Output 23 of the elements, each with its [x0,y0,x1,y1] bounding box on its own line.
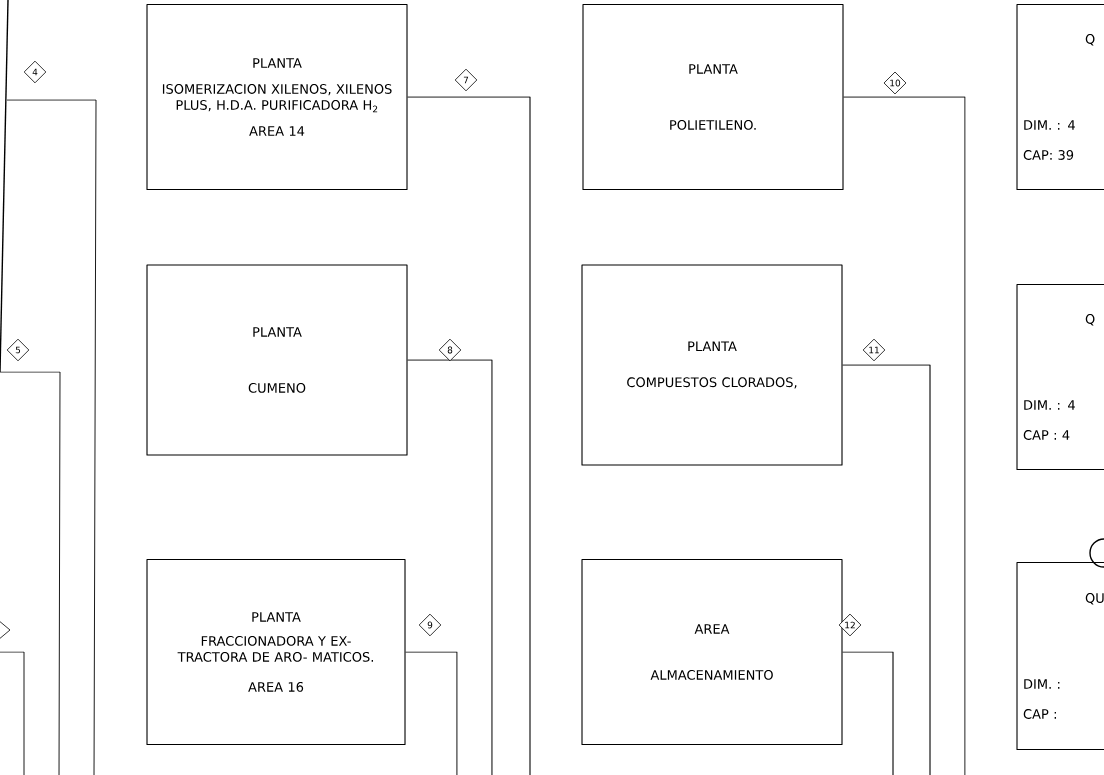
plant-box: AREA ALMACENAMIENTO [581,558,843,746]
pipe-line [842,651,894,775]
line-number-tag: 4 [23,60,47,84]
pipe-line [407,96,531,775]
plant-box: PLANTA POLIETILENO. [582,3,844,191]
line-number-tag: 9 [418,613,442,637]
plant-box: PLANTA FRACCIONADORA Y EX- TRACTORA DE ARO- MATICOS. AREA 16 [146,558,406,746]
plant-box: QU DIM. : CAP : [1016,561,1104,751]
pipe-line [405,651,458,775]
line-number-tag: 11 [862,338,886,362]
plant-box: Q DIM. : 4 CAP : 4 [1016,283,1104,471]
line-number-tag: 10 [883,71,907,95]
pipe-line [843,96,966,775]
line-number-tag: 8 [438,338,462,362]
plant-box: PLANTA COMPUESTOS CLORADOS, [581,264,843,466]
line-number-tag: 12 [838,613,862,637]
pipe-line [842,364,931,775]
plant-box: Q DIM. : 4 CAP: 39 [1016,3,1104,191]
plant-box: PLANTA CUMENO [146,264,408,456]
pipe-line [407,359,493,775]
line-number-tag: 7 [454,68,478,92]
line-number-tag: 5 [6,338,30,362]
plant-box: PLANTA ISOMERIZACION XILENOS, XILENOS PLUS, H.D.A. PURIFICADORA H$_{2}$ AREA 14 [146,3,408,191]
